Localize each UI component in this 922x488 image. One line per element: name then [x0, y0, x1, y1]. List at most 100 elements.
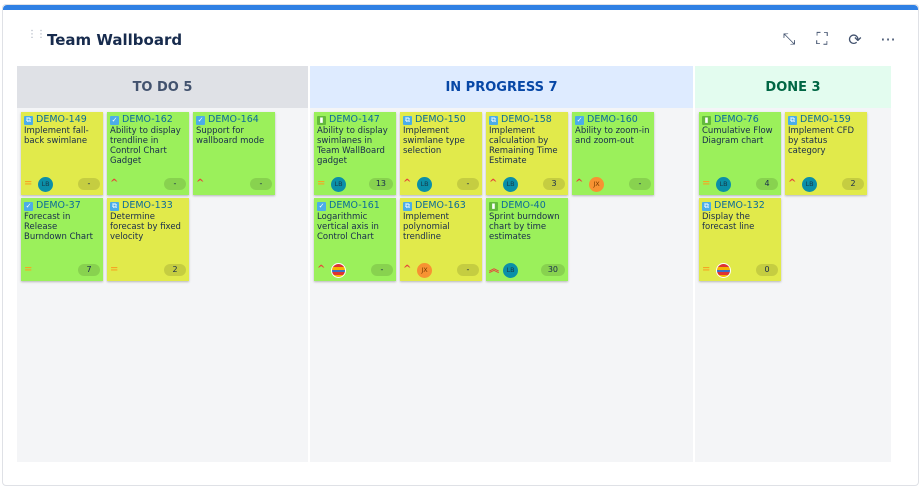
issue-key[interactable]: DEMO-150	[415, 114, 466, 125]
issue-key[interactable]: DEMO-164	[208, 114, 259, 125]
issue-key[interactable]: DEMO-147	[329, 114, 380, 125]
issue-card[interactable]: ✓DEMO-164 Support for wallboard mode ^ -	[193, 112, 275, 195]
issue-card[interactable]: ✓DEMO-160 Ability to zoom-in and zoom-ou…	[572, 112, 654, 195]
estimate-badge: 0	[756, 264, 778, 276]
issue-card[interactable]: ⧉DEMO-163 Implement polynomial trendline…	[400, 198, 482, 281]
issue-card[interactable]: ⧉DEMO-150 Implement swimlane type select…	[400, 112, 482, 195]
gadget-title: Team Wallboard	[47, 31, 183, 49]
gadget-toolbar: ⤡ ⛶ ⟳ ···	[779, 29, 898, 49]
estimate-badge: -	[250, 178, 272, 190]
priority-high-icon: ^	[403, 264, 412, 275]
estimate-badge: -	[164, 178, 186, 190]
assignee-avatar	[716, 262, 731, 278]
avatar-initials: LB	[334, 180, 343, 188]
subtask-type-icon: ⧉	[702, 201, 711, 211]
assignee-avatar: LB	[331, 176, 346, 192]
story-type-icon: ▮	[489, 201, 498, 211]
issue-key[interactable]: DEMO-162	[122, 114, 173, 125]
fullscreen-button[interactable]: ⛶	[812, 29, 832, 49]
minimize-button[interactable]: ⤡	[779, 29, 799, 49]
issue-summary: Implement calculation by Remaining Time …	[489, 126, 558, 166]
estimate-badge: 3	[543, 178, 565, 190]
issue-card[interactable]: ⧉DEMO-132 Display the forecast line =0	[699, 198, 781, 281]
assignee-avatar: LB	[716, 176, 731, 192]
column-header: TO DO 5	[17, 66, 308, 108]
assignee-avatar: LB	[417, 176, 432, 192]
priority-high-icon: ^	[196, 178, 205, 189]
avatar-initials: LB	[719, 180, 728, 188]
column-to-do: TO DO 5⧉DEMO-149 Implement fall-back swi…	[17, 66, 308, 462]
assignee-avatar	[331, 262, 346, 278]
issue-card[interactable]: ✓DEMO-161 Logarithmic vertical axis in C…	[314, 198, 396, 281]
issue-summary: Implement polynomial trendline	[403, 212, 450, 242]
priority-highest-icon: ︽	[489, 264, 499, 275]
issue-key[interactable]: DEMO-132	[714, 200, 765, 211]
assignee-avatar: LB	[38, 176, 53, 192]
issue-card[interactable]: ⧉DEMO-133 Determine forecast by fixed ve…	[107, 198, 189, 281]
issue-key[interactable]: DEMO-37	[36, 200, 81, 211]
column-done: DONE 3▮DEMO-76 Cumulative Flow Diagram c…	[695, 66, 891, 462]
assignee-avatar: LB	[503, 176, 518, 192]
issue-card[interactable]: ▮DEMO-76 Cumulative Flow Diagram chart =…	[699, 112, 781, 195]
issue-card[interactable]: ▮DEMO-40 Sprint burndown chart by time e…	[486, 198, 568, 281]
issue-summary: Logarithmic vertical axis in Control Cha…	[317, 212, 379, 242]
avatar-initials: LB	[420, 180, 429, 188]
issue-key[interactable]: DEMO-40	[501, 200, 546, 211]
subtask-type-icon: ⧉	[788, 115, 797, 125]
issue-key[interactable]: DEMO-159	[800, 114, 851, 125]
avatar-initials: LB	[41, 180, 50, 188]
issue-summary: Support for wallboard mode	[196, 126, 265, 146]
subtask-type-icon: ⧉	[110, 201, 119, 211]
task-type-icon: ✓	[317, 201, 326, 211]
issue-summary: Implement CFD by status category	[788, 126, 855, 156]
priority-medium-icon: =	[317, 178, 326, 189]
priority-medium-icon: =	[110, 264, 119, 275]
subtask-type-icon: ⧉	[403, 201, 412, 211]
estimate-badge: 30	[540, 264, 565, 276]
estimate-badge: -	[629, 178, 651, 190]
avatar-initials: LB	[506, 266, 515, 274]
estimate-badge: -	[78, 178, 100, 190]
issue-key[interactable]: DEMO-133	[122, 200, 173, 211]
issue-card[interactable]: ⧉DEMO-149 Implement fall-back swimlane =…	[21, 112, 103, 195]
estimate-badge: -	[371, 264, 393, 276]
assignee-avatar: LB	[503, 262, 518, 278]
estimate-badge: 7	[78, 264, 100, 276]
avatar-initials: LB	[506, 180, 515, 188]
issue-summary: Determine forecast by fixed velocity	[110, 212, 181, 242]
issue-summary: Implement swimlane type selection	[403, 126, 465, 156]
assignee-avatar: JX	[417, 262, 432, 278]
issue-key[interactable]: DEMO-158	[501, 114, 552, 125]
priority-high-icon: ^	[317, 264, 326, 275]
priority-medium-icon: =	[702, 178, 711, 189]
issue-key[interactable]: DEMO-76	[714, 114, 759, 125]
issue-card[interactable]: ▮DEMO-147 Ability to display swimlanes i…	[314, 112, 396, 195]
estimate-badge: 4	[756, 178, 778, 190]
subtask-type-icon: ⧉	[489, 115, 498, 125]
column-in-progress: IN PROGRESS 7▮DEMO-147 Ability to displa…	[310, 66, 693, 462]
issue-summary: Ability to display swimlanes in Team Wal…	[317, 126, 388, 166]
issue-key[interactable]: DEMO-163	[415, 200, 466, 211]
task-type-icon: ✓	[196, 115, 205, 125]
issue-key[interactable]: DEMO-160	[587, 114, 638, 125]
issue-key[interactable]: DEMO-149	[36, 114, 87, 125]
issue-card[interactable]: ✓DEMO-162 Ability to display trendline i…	[107, 112, 189, 195]
priority-high-icon: ^	[575, 178, 584, 189]
priority-high-icon: ^	[489, 178, 498, 189]
issue-key[interactable]: DEMO-161	[329, 200, 380, 211]
priority-medium-icon: =	[702, 264, 711, 275]
issue-card[interactable]: ⧉DEMO-159 Implement CFD by status catego…	[785, 112, 867, 195]
issue-summary: Cumulative Flow Diagram chart	[702, 126, 773, 146]
more-button[interactable]: ···	[878, 29, 898, 49]
story-type-icon: ▮	[702, 115, 711, 125]
issue-card[interactable]: ✓DEMO-37 Forecast in Release Burndown Ch…	[21, 198, 103, 281]
issue-summary: Implement fall-back swimlane	[24, 126, 89, 146]
issue-card[interactable]: ⧉DEMO-158 Implement calculation by Remai…	[486, 112, 568, 195]
priority-high-icon: ^	[403, 178, 412, 189]
estimate-badge: -	[457, 178, 479, 190]
priority-high-icon: ^	[110, 178, 119, 189]
priority-medium-icon: =	[24, 178, 33, 189]
drag-handle-icon[interactable]: ⋮⋮	[27, 29, 46, 40]
refresh-button[interactable]: ⟳	[845, 29, 865, 49]
subtask-type-icon: ⧉	[24, 115, 33, 125]
